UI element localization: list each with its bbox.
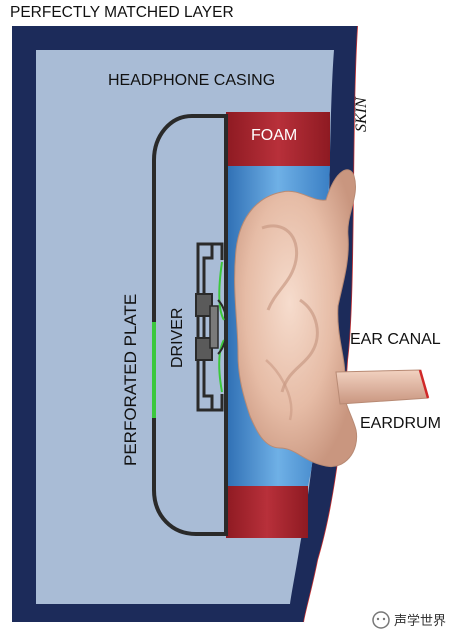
label-ear-canal: EAR CANAL [350, 331, 441, 348]
foam-bottom [226, 486, 308, 538]
label-headphone-casing: HEADPHONE CASING [108, 72, 275, 89]
wechat-icon [372, 611, 390, 629]
ear-canal-tube [335, 369, 429, 405]
label-perforated-plate: PERFORATED PLATE [121, 294, 140, 466]
label-skin: SKIN [353, 96, 370, 132]
label-perfectly-matched-layer: PERFECTLY MATCHED LAYER [10, 4, 234, 21]
ear-fold-1 [261, 224, 299, 311]
watermark-text: 声学世界 [394, 613, 446, 629]
ear-fold-3 [265, 359, 293, 421]
label-driver: DRIVER [169, 308, 186, 368]
watermark: 声学世界 [372, 611, 446, 629]
foam-top [226, 112, 330, 166]
label-foam: FOAM [251, 127, 297, 144]
eardrum-surface [418, 369, 430, 399]
skin-region [304, 26, 462, 622]
perforated-plate-enclosure [152, 114, 228, 536]
driver [195, 242, 228, 412]
ear-pinna [234, 169, 358, 468]
label-eardrum: EARDRUM [360, 415, 441, 432]
ear-fold-2 [280, 298, 319, 393]
